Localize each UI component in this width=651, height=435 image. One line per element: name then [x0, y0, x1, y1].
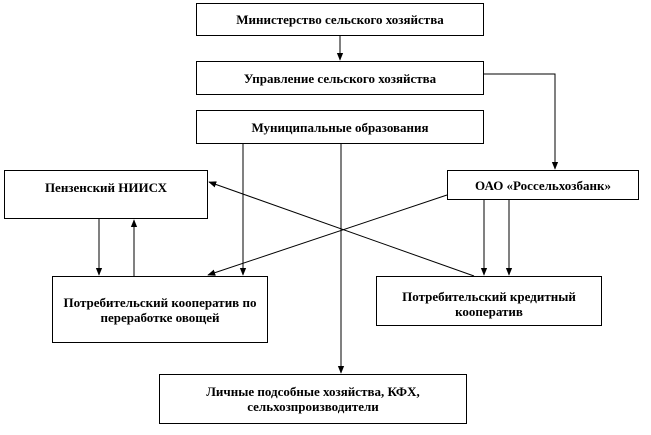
node-municipal: Муниципальные образования	[196, 110, 484, 144]
node-municipal-label: Муниципальные образования	[251, 119, 429, 135]
node-bank: ОАО «Россельхозбанк»	[447, 170, 639, 200]
node-coop-credit-label: Потребительский кредитный кооператив	[402, 289, 576, 319]
node-ministry: Министерство сельского хозяйства	[196, 3, 484, 36]
arrow-management-to-bank	[484, 73, 559, 170]
node-coop-credit: Потребительский кредитный кооператив	[376, 276, 602, 326]
arrow-coop-credit-to-niish	[208, 181, 475, 277]
arrow-bank-to-coop-processing	[207, 194, 448, 276]
node-management-label: Управление сельского хозяйства	[243, 70, 437, 86]
node-households: Личные подсобные хозяйства, КФХ, сельхоз…	[159, 374, 467, 424]
node-coop-processing-label: Потребительский кооператив по переработк…	[63, 294, 257, 325]
node-niish-label: Пензенский НИИСХ	[44, 180, 168, 195]
node-bank-label: ОАО «Россельхозбанк»	[474, 177, 612, 193]
node-niish: Пензенский НИИСХ	[4, 170, 208, 219]
node-management: Управление сельского хозяйства	[196, 61, 484, 95]
node-coop-processing: Потребительский кооператив по переработк…	[52, 276, 268, 343]
node-ministry-label: Министерство сельского хозяйства	[236, 12, 444, 27]
node-households-label: Личные подсобные хозяйства, КФХ, сельхоз…	[206, 384, 420, 414]
